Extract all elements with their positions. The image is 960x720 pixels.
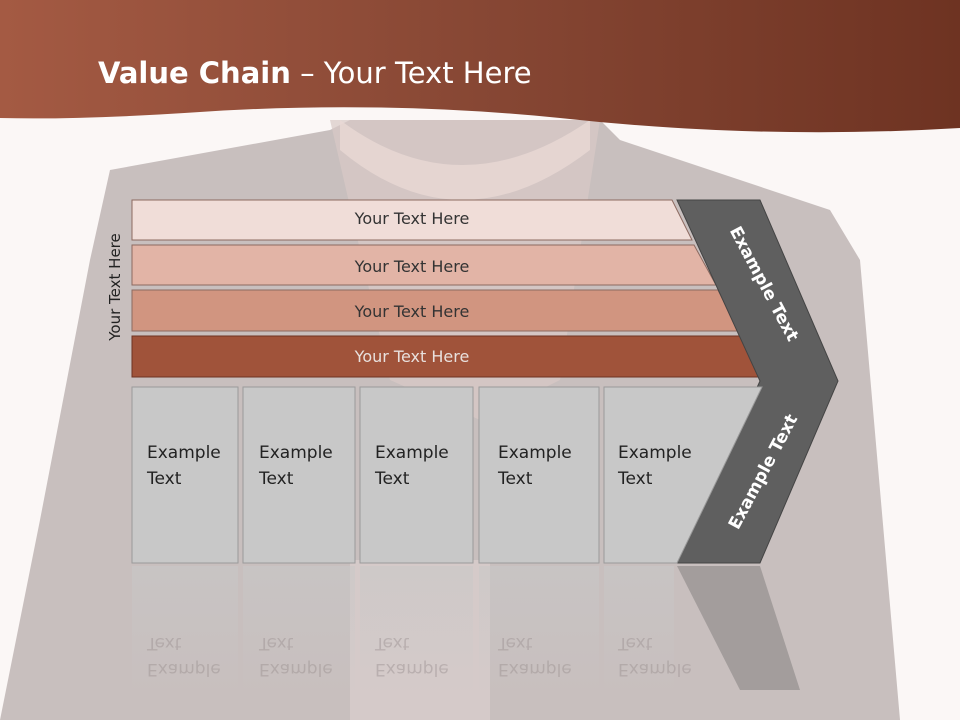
column-2-text: Example Text <box>259 443 333 489</box>
column-1-text: Example Text <box>147 443 221 489</box>
side-label: Your Text Here <box>106 233 124 341</box>
bar-2-label: Your Text Here <box>354 257 470 276</box>
title-bold: Value Chain <box>98 56 291 90</box>
column-2-reflection: Example Text <box>259 633 333 679</box>
column-4-text: Example Text <box>498 443 572 489</box>
bar-1 <box>131 199 693 241</box>
title-rest: – Your Text Here <box>290 56 532 90</box>
column-4 <box>478 386 600 564</box>
column-5 <box>603 386 763 564</box>
column-1 <box>131 386 239 564</box>
column-4-reflection: Example Text <box>498 633 572 679</box>
chevron-arrow <box>676 199 839 564</box>
column-5-text: Example Text <box>618 443 692 489</box>
slide-title: Value Chain – Your Text Here <box>98 56 532 90</box>
bar-3-label: Your Text Here <box>354 302 470 321</box>
bar-1-label: Your Text Here <box>354 209 470 228</box>
header-band <box>0 0 960 133</box>
reflection <box>132 566 800 696</box>
column-2 <box>242 386 356 564</box>
column-3 <box>359 386 474 564</box>
column-3-text: Example Text <box>375 443 449 489</box>
bar-4-label: Your Text Here <box>354 347 470 366</box>
column-5-reflection: Example Text <box>618 633 692 679</box>
column-1-reflection: Example Text <box>147 633 221 679</box>
column-3-reflection: Example Text <box>375 633 449 679</box>
